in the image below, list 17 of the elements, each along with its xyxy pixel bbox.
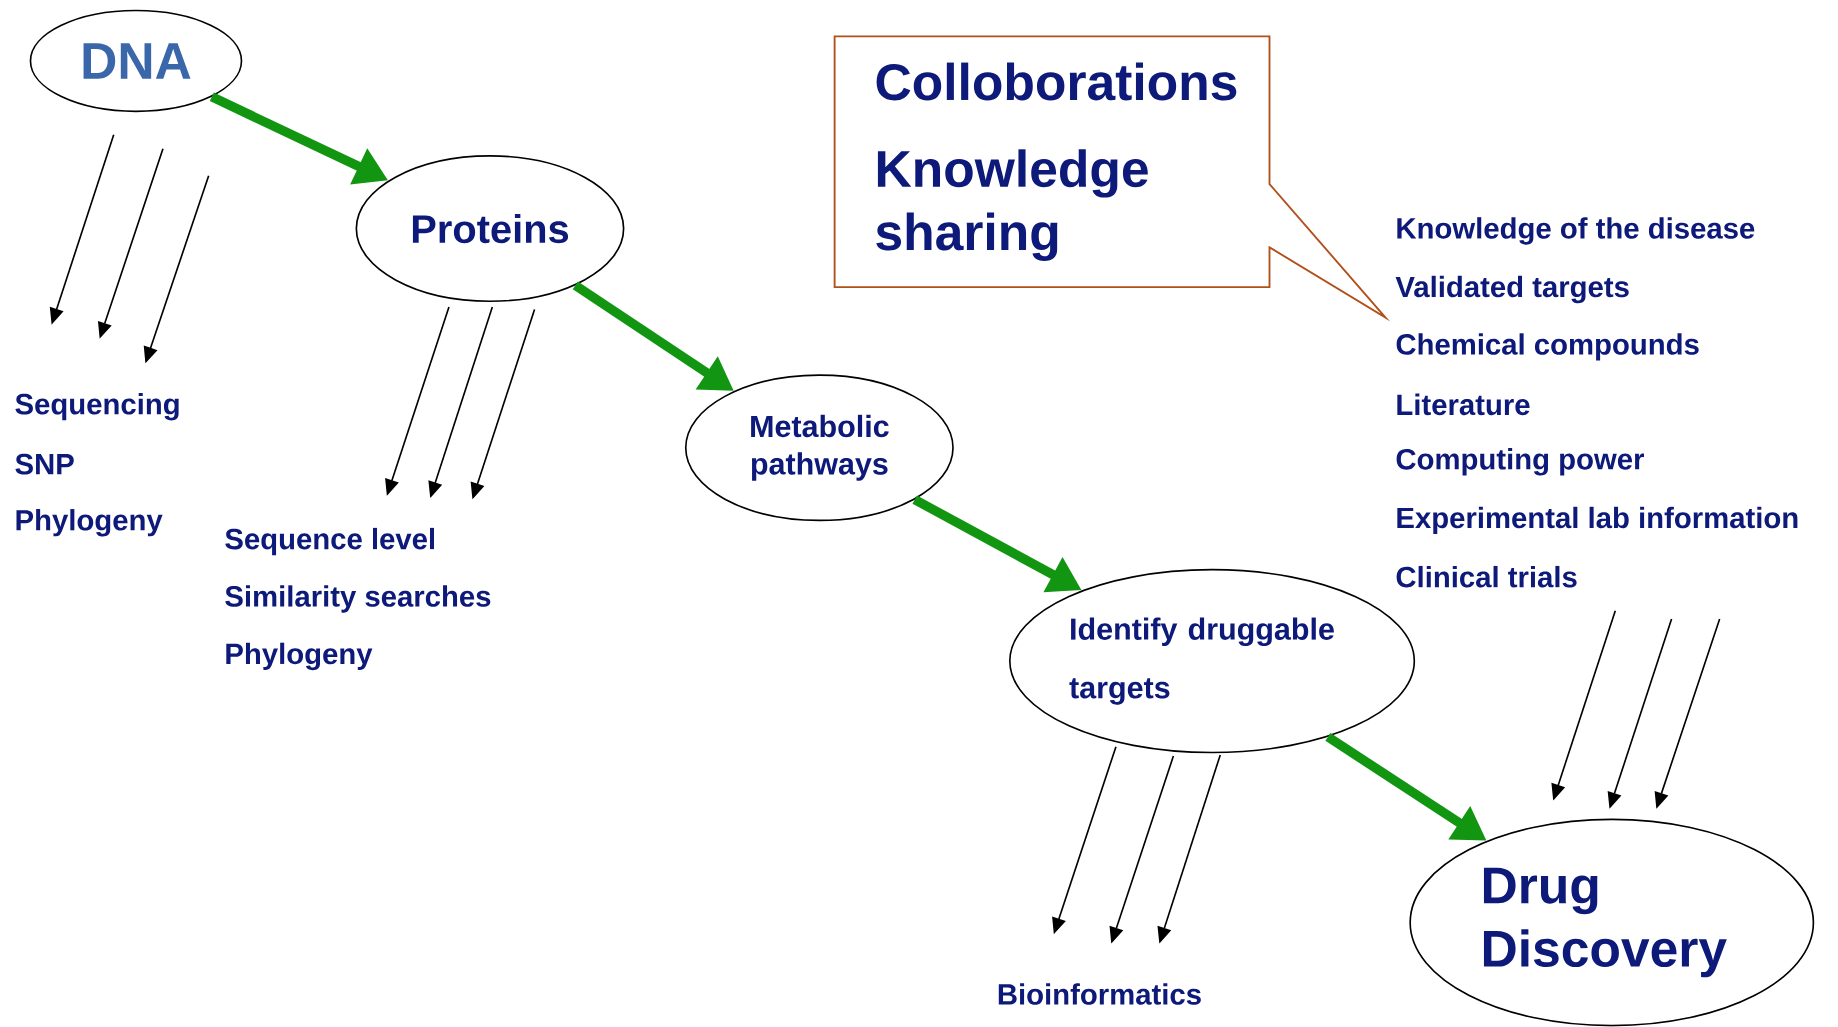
list-item: Similarity searches: [225, 585, 491, 613]
list-item: Clinical trials: [1396, 566, 1577, 588]
list-item: SNP: [15, 453, 74, 475]
list-item: Sequence level: [225, 527, 434, 556]
list-item: Experimental lab information: [1397, 506, 1798, 535]
list-item: Phylogeny: [226, 642, 373, 671]
ellipse-node: Drug Discovery: [1409, 818, 1815, 1027]
ellipse-node: Metabolic pathways: [684, 374, 954, 522]
list-item: Bioinformatics: [998, 983, 1201, 1005]
ellipse-node: DNA: [29, 9, 243, 113]
ellipse-node: Proteins: [355, 155, 625, 303]
list-item: Computing power: [1396, 448, 1644, 476]
callout-box: Colloborations Knowledge sharing: [833, 35, 1391, 322]
list-item: Literature: [1397, 393, 1530, 416]
list-item: Phylogeny: [16, 509, 163, 537]
list-item: Chemical compounds: [1396, 333, 1699, 361]
list-item: Sequencing: [15, 393, 179, 421]
